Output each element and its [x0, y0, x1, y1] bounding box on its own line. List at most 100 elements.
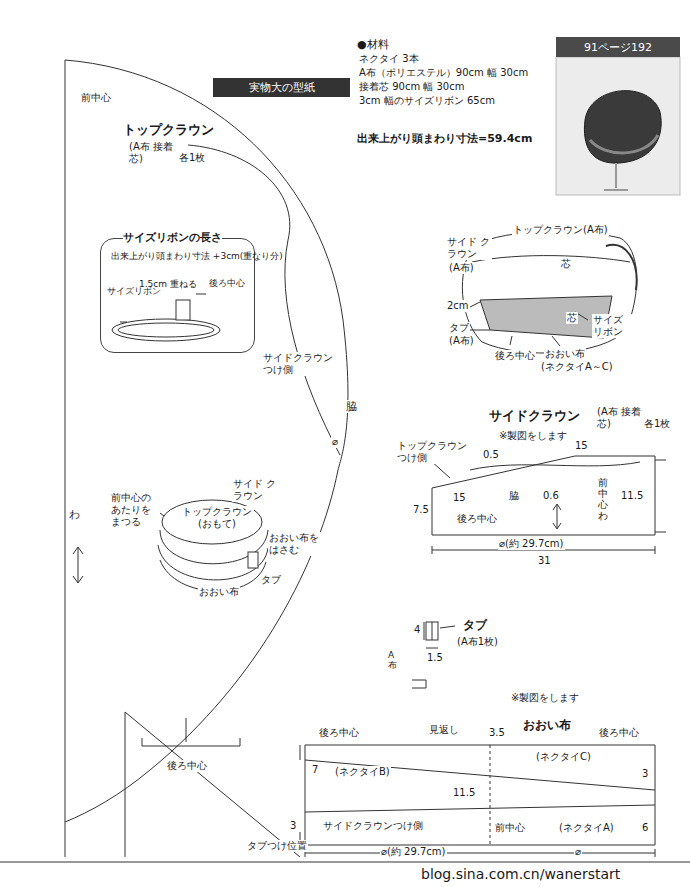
pattern-label: ●材料 [356, 38, 390, 51]
pattern-label: トップクラウン(A布) [512, 224, 609, 236]
cover-cloth-draft [305, 745, 655, 845]
side-crown-draft [430, 456, 666, 554]
pattern-label: ネクタイ 3本 [358, 53, 420, 65]
pattern-label: (ネクタイA～C) [540, 361, 614, 373]
side-crown-draft [655, 460, 666, 532]
pattern-label: タブ [260, 574, 282, 586]
cover-cloth-draft [305, 760, 655, 790]
top-crown-pattern [65, 60, 348, 857]
top-crown-pattern [125, 712, 300, 857]
pattern-label: おおい布 [522, 718, 572, 732]
top-crown-pattern [188, 145, 340, 455]
photo [556, 57, 680, 195]
pattern-label: ⌀(約 29.7cm) [380, 846, 447, 858]
box-note: サイズリボン [107, 285, 116, 298]
pattern-label: 15 [452, 492, 467, 504]
pattern-label: (A布 接着芯) [596, 406, 642, 430]
pattern-label: 前中心の あたりを まつる [110, 492, 160, 528]
pattern-label: 2cm [446, 300, 470, 312]
pattern-label: A布（ポリエステル）90cm 幅 30cm [358, 67, 529, 79]
box-heading: 91ページ192 [584, 40, 652, 55]
tab-draft [432, 622, 433, 640]
pattern-label: 31 [537, 555, 552, 567]
pattern-label: 見返し [428, 724, 460, 736]
pattern-label: サイドクラウン [488, 408, 581, 424]
box-note: 後ろ中心 [209, 277, 218, 290]
pattern-label: ※製図をします [498, 430, 568, 442]
pattern-label: わ [68, 508, 81, 521]
cover-cloth-draft [490, 745, 491, 845]
pattern-label: 4 [413, 624, 421, 636]
pattern-label: 6 [641, 822, 649, 834]
cover-cloth-draft [300, 745, 301, 845]
pattern-label: 脇 [345, 400, 358, 413]
pattern-label: 3cm 幅のサイズリボン 65cm [358, 95, 496, 107]
pattern-label: 7 [311, 764, 319, 776]
side-crown-draft [470, 462, 640, 470]
cover-cloth-draft [0, 745, 690, 862]
pattern-label: ※製図をします [510, 692, 580, 704]
pattern-label: 後ろ中心 [598, 727, 640, 739]
hat-construction-diagram [472, 256, 630, 262]
pattern-label: (ネクタイA) [558, 822, 615, 834]
pattern-label: (ネクタイB) [334, 766, 391, 778]
pattern-label: 前中心 [494, 822, 526, 834]
pattern-label: ⌀ [331, 436, 339, 448]
tab-draft [412, 680, 426, 688]
box-note: 1.5cm 重ねる [139, 279, 197, 290]
pattern-label: (A布) [448, 262, 475, 274]
box-heading: 実物大の型紙 [249, 80, 315, 95]
cover-cloth-draft [305, 849, 655, 857]
pattern-label: 3.5 [488, 727, 506, 739]
pattern-label: blog.sina.com.cn/wanerstart [420, 866, 621, 883]
hat-sketch [156, 500, 268, 591]
pattern-label: サイド クラウン [446, 236, 492, 260]
pattern-label: サイド クラウン [232, 478, 282, 502]
pattern-label: サイズ リボン [592, 314, 634, 338]
tab-draft [412, 622, 455, 688]
pattern-label: (A布) [448, 335, 475, 347]
title-band: 実物大の型紙 [213, 78, 350, 97]
title-band: 91ページ192 [556, 37, 680, 57]
pattern-label: 後ろ中心 [318, 727, 360, 739]
size-ribbon-sketch [112, 319, 220, 341]
pattern-label: 芯 [560, 258, 572, 270]
size-ribbon-sketch [196, 294, 206, 295]
pattern-label: タブつけ位置 [246, 840, 308, 852]
side-crown-draft [553, 504, 561, 529]
pattern-label: トップクラウン (おもて) [180, 506, 254, 530]
hat-sketch [158, 545, 268, 580]
pattern-label: 3 [641, 768, 649, 780]
size-ribbon-sketch [176, 300, 190, 320]
pattern-label: (A布 接着芯) [128, 141, 178, 165]
pattern-label: 脇 [508, 490, 520, 502]
pattern-label: サイドクラウンつけ側 [322, 820, 424, 832]
pattern-label: おおい布を はさむ [268, 532, 324, 556]
pattern-label: サイドクラウン つけ側 [262, 352, 344, 376]
size-ribbon-sketch [120, 322, 127, 323]
hat-sketch [248, 552, 258, 568]
pattern-label: 0.5 [482, 449, 500, 461]
pattern-label: 各1枚 [178, 152, 206, 164]
tab-draft [440, 626, 455, 628]
pattern-label: 前中心わ [598, 476, 608, 522]
pattern-label: 各1枚 [643, 418, 671, 430]
top-crown-pattern [125, 712, 126, 857]
pattern-label: おおい布 [544, 348, 586, 360]
pattern-label: 7.5 [412, 504, 430, 516]
pattern-label: 3 [289, 820, 297, 832]
pattern-label: 11.5 [452, 787, 476, 799]
note-box: サイズリボンの長さ出来上がり頭まわり寸法 +3cm(重なり分)1.5cm 重ねる… [100, 238, 255, 353]
top-crown-pattern [65, 60, 348, 822]
photo [584, 91, 661, 163]
pattern-label: 前中心 [80, 92, 112, 104]
pattern-label: 後ろ中心 [494, 350, 536, 362]
pattern-label: 芯 [566, 312, 578, 324]
hat-construction-diagram [606, 245, 637, 290]
pattern-label: トップクラウン [122, 122, 215, 138]
pattern-label: 15 [574, 440, 589, 452]
pattern-label: トップクラウン つけ側 [396, 440, 478, 464]
top-crown-pattern [65, 60, 66, 857]
photo [590, 135, 658, 153]
